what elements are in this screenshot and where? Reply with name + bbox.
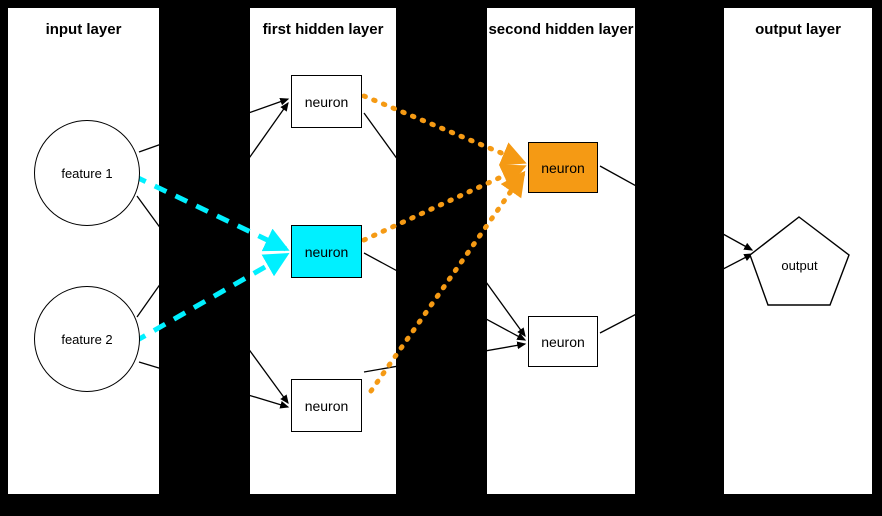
layer-title-output: output layer <box>755 21 841 38</box>
edge-feature2-h1a <box>136 101 289 318</box>
edge-feature1-h1b-highlight <box>132 173 290 252</box>
layer-panel-hidden2: second hidden layer <box>487 8 635 494</box>
node-feature-1-label: feature 1 <box>61 165 113 181</box>
node-hidden2-bottom-label: neuron <box>541 333 585 350</box>
node-feature-1[interactable]: feature 1 <box>34 120 140 226</box>
edge-h2a-out <box>599 165 754 251</box>
node-hidden2-top-highlighted[interactable]: neuron <box>528 142 598 193</box>
node-hidden1-bottom-label: neuron <box>304 397 349 414</box>
edge-h2b-out <box>599 253 754 334</box>
edge-h1c-h2a-highlight <box>368 170 526 394</box>
node-hidden1-middle-label: neuron <box>304 243 349 260</box>
edge-feature1-h1c <box>136 195 289 405</box>
edge-feature1-h1a <box>138 97 290 153</box>
edge-h1c-h2b <box>363 341 527 373</box>
pentagon-shape <box>749 216 850 306</box>
node-output[interactable]: output <box>747 213 852 313</box>
edge-feature2-h1c <box>138 361 290 409</box>
node-feature-2[interactable]: feature 2 <box>34 286 140 392</box>
node-hidden1-top-label: neuron <box>304 93 349 110</box>
edge-h1b-h2b <box>363 252 527 341</box>
node-hidden2-bottom[interactable]: neuron <box>528 316 598 367</box>
node-hidden1-top[interactable]: neuron <box>291 75 362 128</box>
layer-panel-input: input layer <box>8 8 159 494</box>
edge-h1a-h2a-highlight <box>361 93 527 166</box>
node-feature-2-label: feature 2 <box>61 331 113 347</box>
edge-feature2-h1b-highlight <box>132 252 290 345</box>
node-hidden1-middle-highlighted[interactable]: neuron <box>291 225 362 278</box>
node-hidden2-top-label: neuron <box>541 159 585 176</box>
edge-h1b-h2a-highlight <box>361 164 527 243</box>
layer-title-input: input layer <box>45 21 122 38</box>
layer-title-hidden2: second hidden layer <box>488 21 634 38</box>
edge-h1a-h2b <box>363 112 526 338</box>
node-hidden1-bottom[interactable]: neuron <box>291 379 362 432</box>
layer-title-hidden1: first hidden layer <box>262 21 384 38</box>
